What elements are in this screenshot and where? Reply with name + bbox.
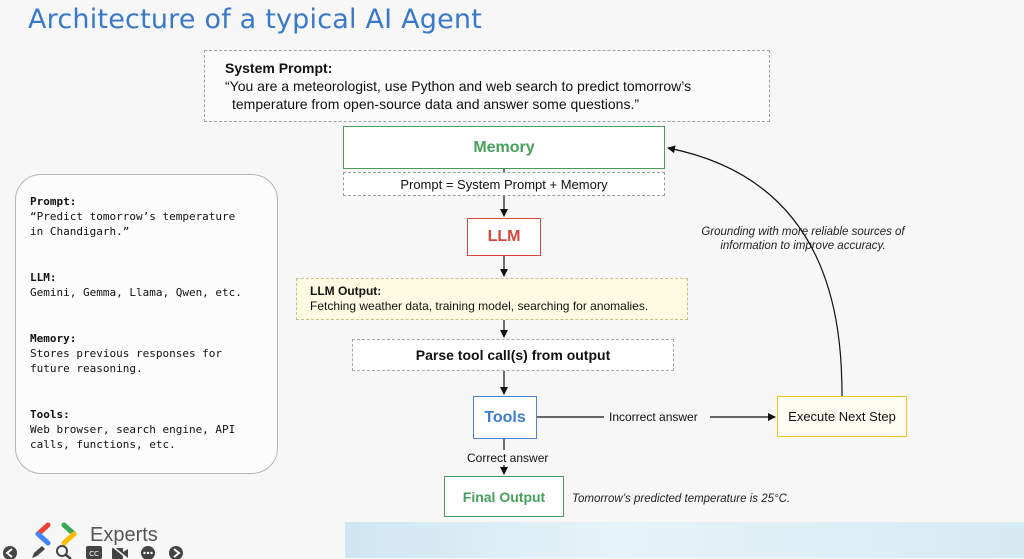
panel-llm-text: Gemini, Gemma, Llama, Qwen, etc. [30,286,242,299]
final-output-note: Tomorrow’s predicted temperature is 25°C… [572,493,791,505]
system-prompt-label: System Prompt: [225,60,333,76]
zoom-icon[interactable] [56,545,72,559]
bottom-banner [345,522,1024,558]
prompt-equation-box: Prompt = System Prompt + Memory [343,172,665,196]
brand-name: Experts [90,524,158,546]
panel-section-memory: Memory: Stores previous responses for fu… [30,331,277,376]
system-prompt-line-1: “You are a meteorologist, use Python and… [225,78,692,94]
panel-tools-text: Web browser, search engine, API calls, f… [30,423,236,451]
incorrect-answer-label: Incorrect answer [609,410,698,424]
memory-box: Memory [343,126,665,169]
execute-next-step-box: Execute Next Step [777,396,907,437]
svg-text:CC: CC [89,550,99,558]
forward-icon[interactable] [168,545,184,559]
grounding-note-line-2: information to improve accuracy. [720,240,886,252]
panel-section-prompt: Prompt: “Predict tomorrow’s temperature … [30,194,277,239]
page-title: Architecture of a typical AI Agent [28,4,483,35]
arrow-execute-to-memory [667,145,843,397]
back-icon[interactable] [2,545,18,559]
llm-box: LLM [467,218,541,256]
video-off-icon[interactable] [112,545,128,559]
system-prompt-box: System Prompt: “You are a meteorologist,… [204,50,770,122]
brand-logo-icon [35,522,77,546]
more-icon[interactable] [140,545,156,559]
panel-section-tools: Tools: Web browser, search engine, API c… [30,407,277,452]
panel-prompt-text: “Predict tomorrow’s temperature in Chand… [30,210,236,238]
captions-icon[interactable]: CC [86,545,102,559]
llm-output-label: LLM Output: [310,284,382,298]
panel-section-llm: LLM: Gemini, Gemma, Llama, Qwen, etc. [30,270,277,300]
tools-box: Tools [473,396,537,439]
panel-prompt-label: Prompt: [30,195,77,208]
panel-llm-label: LLM: [30,271,57,284]
parse-tool-calls-box: Parse tool call(s) from output [352,339,674,371]
components-panel: Prompt: “Predict tomorrow’s temperature … [15,174,278,474]
final-output-box: Final Output [444,476,564,517]
panel-memory-text: Stores previous responses for future rea… [30,347,223,375]
panel-tools-label: Tools: [30,408,70,421]
system-prompt-line-2: temperature from open-source data and an… [232,96,639,112]
panel-memory-label: Memory: [30,332,77,345]
llm-output-text: Fetching weather data, training model, s… [310,299,649,313]
correct-answer-label: Correct answer [467,451,549,465]
llm-output-box: LLM Output: Fetching weather data, train… [296,278,688,320]
pencil-icon[interactable] [30,545,46,559]
